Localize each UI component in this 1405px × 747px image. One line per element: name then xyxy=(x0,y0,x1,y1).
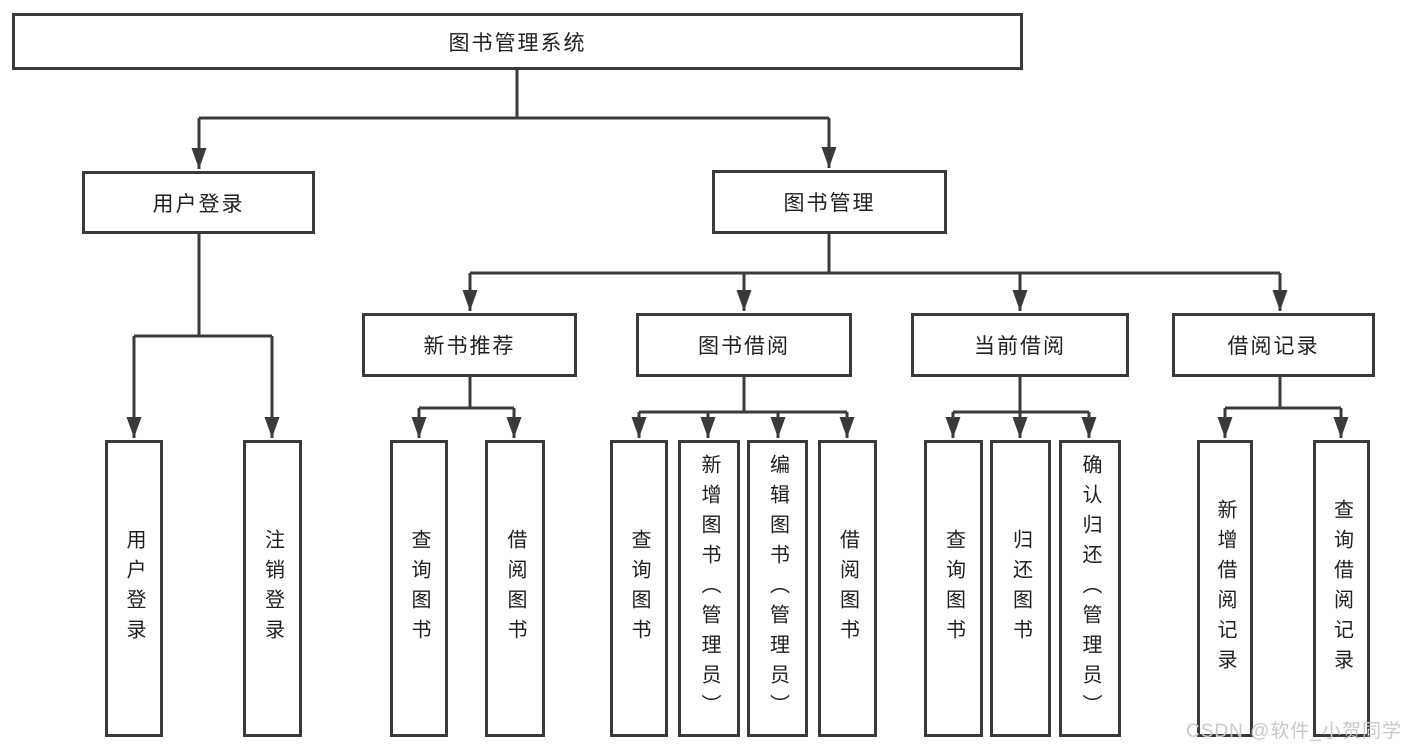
leaf-borrow-books: 借阅图书 xyxy=(818,440,877,737)
watermark-text: CSDN @软件_小贺同学 xyxy=(1186,721,1402,742)
leaf-user-login: 用户登录 xyxy=(105,440,163,737)
node-borrowing-records: 借阅记录 xyxy=(1172,313,1375,377)
node-book-borrowing: 图书借阅 xyxy=(636,313,852,377)
leaf-query-books-recommend: 查询图书 xyxy=(390,440,448,737)
rail-root xyxy=(199,70,829,120)
leaf-add-borrow-record: 新增借阅记录 xyxy=(1197,440,1253,737)
leaf-edit-book-admin: 编辑图书（管理员） xyxy=(747,440,808,737)
leaf-label: 用户登录 xyxy=(123,528,145,649)
node-current-borrowing: 当前借阅 xyxy=(911,313,1129,377)
leaf-label: 借阅图书 xyxy=(504,528,526,649)
leaf-borrow-books-recommend: 借阅图书 xyxy=(485,440,545,737)
leaf-label: 借阅图书 xyxy=(836,528,859,649)
leaf-label: 新增借阅记录 xyxy=(1214,498,1236,679)
rail-borrowing-records xyxy=(1225,377,1341,410)
rail-user-login xyxy=(134,234,272,338)
leaf-logout: 注销登录 xyxy=(243,440,302,737)
node-root: 图书管理系统 xyxy=(12,13,1023,70)
rail-book-management xyxy=(470,234,1280,275)
leaf-label: 查询图书 xyxy=(408,528,430,649)
rail-book-borrowing xyxy=(639,377,847,414)
leaf-add-book-admin: 新增图书（管理员） xyxy=(678,440,740,737)
leaf-return-books: 归还图书 xyxy=(990,440,1051,737)
leaf-label: 查询图书 xyxy=(628,528,650,649)
leaf-label: 编辑图书（管理员） xyxy=(766,453,789,724)
node-book-management: 图书管理 xyxy=(712,170,947,234)
leaf-confirm-return-admin: 确认归还（管理员） xyxy=(1059,440,1121,737)
leaf-label: 查询借阅记录 xyxy=(1330,498,1353,679)
leaf-query-books-borrowing: 查询图书 xyxy=(610,440,668,737)
leaf-label: 注销登录 xyxy=(261,528,284,649)
node-user-login: 用户登录 xyxy=(82,171,315,234)
leaf-query-books-current: 查询图书 xyxy=(924,440,983,737)
leaf-label: 确认归还（管理员） xyxy=(1079,453,1101,724)
leaf-query-borrow-record: 查询借阅记录 xyxy=(1313,440,1370,737)
leaf-label: 新增图书（管理员） xyxy=(698,453,720,724)
rail-new-book xyxy=(419,377,514,410)
rail-current-borrowing xyxy=(953,377,1089,414)
leaf-label: 查询图书 xyxy=(942,528,965,649)
leaf-label: 归还图书 xyxy=(1009,528,1032,649)
node-new-book-recommend: 新书推荐 xyxy=(362,313,577,377)
